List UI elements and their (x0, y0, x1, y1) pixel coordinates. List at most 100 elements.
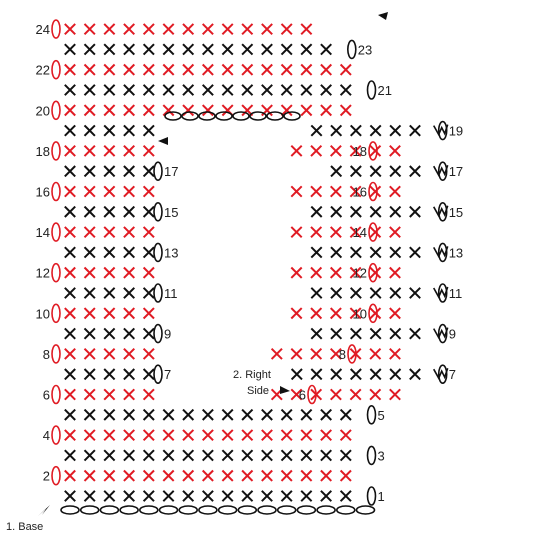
decrease-stitch (433, 367, 449, 381)
turning-chain (366, 486, 377, 506)
stitch (409, 246, 421, 259)
stitch (329, 144, 342, 157)
turning-chain (437, 364, 448, 385)
stitch (83, 449, 96, 462)
turning-chain (51, 384, 61, 405)
stitch (162, 63, 175, 76)
stitch (201, 84, 214, 96)
row-number-label: 17 (449, 164, 463, 179)
stitch (201, 429, 214, 442)
stitch (123, 347, 136, 360)
stitch (123, 469, 136, 482)
stitch (320, 490, 333, 502)
stitch (409, 205, 421, 218)
stitch (142, 429, 155, 442)
stitch (389, 144, 401, 157)
base-chain (257, 505, 277, 515)
stitch (83, 43, 96, 56)
row-number-label: 4 (43, 428, 50, 443)
stitch (389, 327, 402, 340)
row-number-label: 21 (378, 83, 392, 98)
stitch (103, 327, 116, 340)
stitch (300, 490, 313, 502)
stitch (280, 449, 293, 462)
stitch (261, 43, 273, 56)
stitch (83, 368, 96, 381)
row-number-label: 14 (353, 225, 367, 240)
stitch (310, 185, 323, 198)
stitch (330, 165, 343, 178)
stitch (320, 84, 333, 96)
stitch (162, 469, 175, 482)
stitch (123, 124, 136, 137)
turning-chain (368, 303, 378, 324)
stitch (123, 408, 136, 421)
bridge-chain (215, 111, 233, 121)
turning-chain (51, 222, 61, 242)
stitch (300, 23, 313, 36)
stitch (162, 104, 175, 117)
stitch (349, 144, 362, 157)
stitch (64, 205, 76, 218)
stitch (64, 23, 76, 36)
stitch (369, 226, 382, 239)
row-number-label: 6 (299, 388, 306, 403)
stitch (83, 104, 96, 117)
stitch (83, 165, 96, 178)
stitch (290, 347, 303, 360)
row-number-label: 7 (164, 367, 171, 382)
stitch (83, 246, 96, 259)
stitch (300, 469, 313, 482)
stitch (103, 347, 116, 360)
stitch (123, 144, 136, 157)
stitch (389, 226, 401, 239)
row-number-label: 9 (449, 327, 456, 342)
base-chain (178, 505, 198, 515)
turning-chain (366, 80, 377, 100)
stitch (83, 469, 96, 482)
stitch (201, 104, 214, 117)
stitch (330, 124, 343, 137)
row-number-label: 12 (353, 266, 367, 281)
stitch (330, 368, 343, 381)
stitch (182, 43, 195, 56)
stitch (409, 165, 421, 178)
stitch (339, 429, 352, 442)
stitch (389, 266, 401, 279)
base-chain (335, 505, 356, 515)
stitch (64, 63, 76, 76)
row-number-label: 3 (378, 448, 385, 463)
row-number-label: 6 (43, 388, 50, 403)
bridge-chain (283, 111, 301, 121)
stitch (349, 185, 362, 198)
row-number-label: 19 (449, 124, 463, 139)
turning-chain (366, 404, 377, 425)
stitch (123, 43, 136, 56)
stitch (310, 287, 323, 299)
bridge-chain (181, 111, 199, 121)
stitch (142, 226, 155, 239)
row-number-label: 16 (36, 185, 50, 200)
stitch (83, 23, 96, 36)
stitch (83, 266, 96, 279)
stitch (64, 469, 76, 482)
turning-chain (368, 262, 378, 283)
row-number-label: 14 (36, 225, 50, 240)
stitch (142, 144, 155, 157)
base-arrow-icon (38, 505, 50, 516)
turning-chain (51, 59, 61, 80)
stitch (142, 43, 155, 56)
base-chain (79, 505, 100, 515)
stitch (290, 144, 303, 157)
stitch (64, 185, 76, 198)
stitch (369, 287, 382, 299)
base-chain (139, 505, 159, 515)
turning-chain (51, 465, 61, 486)
stitch (330, 327, 343, 340)
stitch (123, 429, 136, 442)
turning-chain (368, 141, 378, 161)
turning-chain (366, 445, 377, 466)
stitch (221, 429, 234, 442)
stitch (83, 408, 96, 421)
turning-chain (437, 120, 448, 141)
